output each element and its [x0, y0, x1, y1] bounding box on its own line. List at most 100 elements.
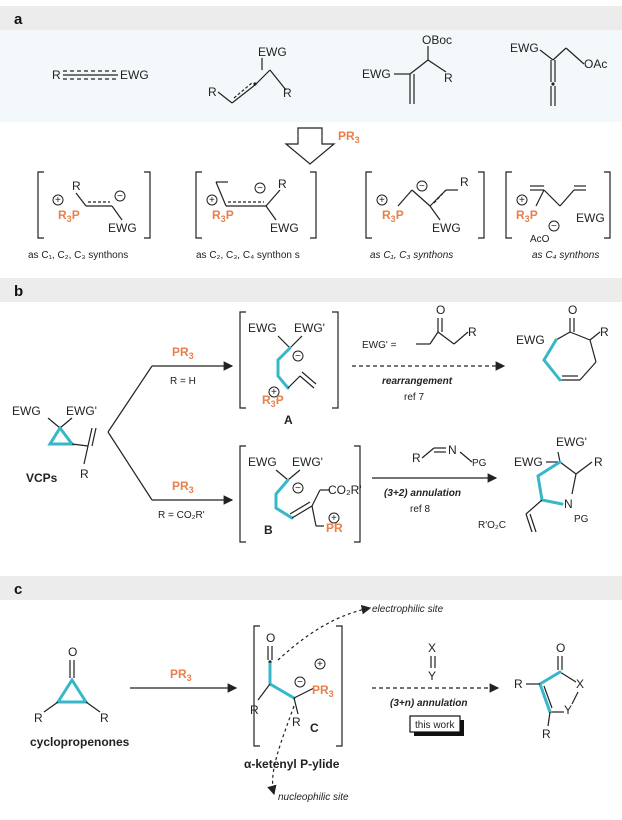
svg-text:R: R	[412, 451, 421, 465]
svg-text:+: +	[209, 195, 215, 206]
panel-c-header	[0, 576, 622, 600]
svg-text:C: C	[310, 721, 319, 735]
substrate-allenyl-acetate: EWG OAc	[510, 41, 607, 106]
svg-text:−: −	[295, 351, 301, 362]
svg-text:EWG: EWG	[248, 321, 277, 335]
svg-text:O: O	[436, 303, 445, 317]
svg-text:R: R	[514, 677, 523, 691]
ref-8: ref 8	[410, 504, 430, 515]
svg-text:R: R	[460, 175, 469, 189]
reagent-pr3-b1: PR3	[172, 345, 194, 361]
svg-text:+: +	[379, 195, 385, 206]
svg-text:X: X	[428, 641, 436, 655]
svg-text:R3P: R3P	[516, 208, 538, 224]
svg-text:R: R	[278, 177, 287, 191]
panel-b-header	[0, 278, 622, 302]
svg-text:R: R	[600, 325, 609, 339]
svg-text:EWG: EWG	[576, 211, 605, 225]
reaction-arrow-a: PR3	[284, 127, 360, 165]
svg-text:R: R	[542, 727, 551, 741]
svg-text:X: X	[576, 677, 584, 691]
intermediate-C: O R − + PR3 R C	[250, 625, 343, 747]
this-work-box	[409, 715, 461, 733]
svg-text:−: −	[257, 183, 263, 194]
svg-text:R3P: R3P	[262, 393, 284, 409]
svg-text:N: N	[564, 497, 573, 511]
svg-text:EWG: EWG	[108, 221, 137, 235]
svg-text:EWG: EWG	[270, 221, 299, 235]
svg-text:A: A	[284, 413, 293, 427]
pyrrolidine-product: EWG EWG' R N PG R'O₂C	[478, 435, 603, 533]
svg-text:R: R	[52, 68, 61, 82]
svg-text:EWG': EWG'	[292, 455, 323, 469]
synthon-label-2: as C₂, C₃, C₄ synthon s	[196, 250, 300, 261]
panel-a-header	[0, 6, 622, 30]
svg-text:R: R	[292, 715, 301, 729]
annulation-3n-label: (3+n) annulation	[390, 698, 468, 709]
svg-text:R: R	[208, 85, 217, 99]
svg-text:R'O₂C: R'O₂C	[478, 520, 506, 531]
svg-text:N: N	[448, 443, 457, 457]
nucleophilic-site-label: nucleophilic site	[278, 792, 349, 803]
svg-text:+: +	[271, 387, 277, 398]
panel-b-letter: b	[14, 283, 23, 300]
ref-7: ref 7	[404, 392, 424, 403]
reagent-pr3-c: PR3	[170, 667, 192, 683]
svg-text:R: R	[250, 703, 259, 717]
xy-reagent: X Y	[428, 641, 436, 683]
svg-text:R3P: R3P	[382, 208, 404, 224]
intermediate-a1: + R3P R − EWG	[37, 171, 151, 239]
intermediate-a3: + R3P − R EWG	[365, 171, 485, 239]
svg-text:EWG: EWG	[432, 221, 461, 235]
svg-text:OAc: OAc	[584, 57, 607, 71]
svg-text:R: R	[72, 179, 81, 193]
svg-text:Y: Y	[564, 703, 572, 717]
svg-text:O: O	[68, 645, 77, 659]
svg-text:PG: PG	[472, 458, 487, 469]
svg-text:+: +	[331, 513, 337, 524]
svg-text:EWG: EWG	[514, 455, 543, 469]
svg-text:−: −	[551, 221, 557, 232]
panel-c-letter: c	[14, 581, 22, 598]
svg-text:R: R	[444, 71, 453, 85]
svg-text:cyclopropenones: cyclopropenones	[30, 735, 130, 749]
ewg-prime-definition: EWG' =	[362, 340, 397, 351]
cyclopropenone-structure: O R R cyclopropenones	[30, 645, 130, 749]
cycloheptenone-product: EWG O R	[516, 303, 609, 382]
svg-text:EWG': EWG'	[556, 435, 587, 449]
substrate-mbh-carbonate: EWG OBoc R	[362, 33, 453, 104]
svg-text:−: −	[419, 181, 425, 192]
vcp-structure: EWG EWG' R VCPs	[12, 404, 97, 485]
svg-text:R: R	[34, 711, 43, 725]
ylide-label: α-ketenyl P-ylide	[244, 757, 340, 771]
imine-reagent: R N PG	[412, 443, 487, 469]
svg-text:VCPs: VCPs	[26, 471, 58, 485]
synthon-label-3: as C₁, C₃ synthons	[370, 250, 453, 261]
panel-a-substrates-box	[0, 30, 622, 122]
svg-text:EWG': EWG'	[294, 321, 325, 335]
svg-text:O: O	[568, 303, 577, 317]
electrophilic-site-label: electrophilic site	[372, 604, 444, 615]
svg-text:EWG: EWG	[362, 67, 391, 81]
annulation-32-label: (3+2) annulation	[384, 488, 461, 499]
svg-text:R: R	[283, 86, 292, 100]
svg-text:+: +	[519, 195, 525, 206]
svg-text:PR3: PR3	[312, 683, 334, 699]
intermediate-a4: + R3P EWG − AcO	[505, 171, 611, 245]
svg-text:−: −	[117, 191, 123, 202]
svg-text:OBoc: OBoc	[422, 33, 452, 47]
intermediate-B: EWG EWG' − CO₂R' + PR B	[239, 445, 362, 543]
reagent-pr3-b2: PR3	[172, 479, 194, 495]
svg-text:−: −	[295, 483, 301, 494]
svg-text:R: R	[100, 711, 109, 725]
svg-text:EWG': EWG'	[66, 404, 97, 418]
svg-text:PG: PG	[574, 514, 589, 525]
synthon-label-4: as C₄ synthons	[532, 250, 599, 261]
intermediate-A: EWG EWG' − + R3P A	[239, 311, 339, 427]
svg-text:R: R	[468, 325, 477, 339]
svg-text:EWG: EWG	[120, 68, 149, 82]
svg-text:EWG: EWG	[516, 333, 545, 347]
svg-text:B: B	[264, 523, 273, 537]
condition-r-co2r: R = CO₂R'	[158, 510, 205, 521]
